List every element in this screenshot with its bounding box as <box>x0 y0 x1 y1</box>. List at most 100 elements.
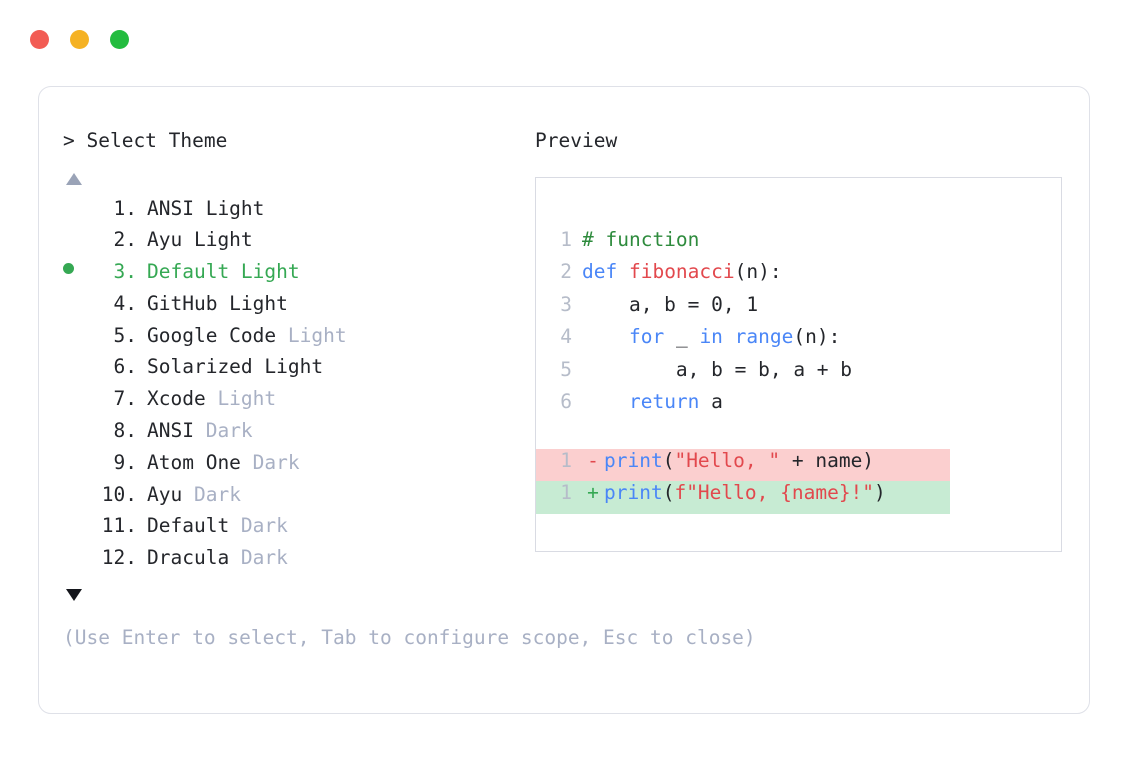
theme-list-item[interactable]: 1. ANSI Light <box>63 197 533 229</box>
theme-list-item[interactable]: 3. Default Light <box>63 260 533 292</box>
code-token: f"Hello, {name}!" <box>674 481 875 504</box>
theme-item-variant: Dark <box>193 419 253 443</box>
code-token: # function <box>582 227 700 251</box>
code-line-number: 2 <box>560 260 572 283</box>
theme-item-name: Default <box>147 514 230 538</box>
theme-picker-card: > Select Theme 1. ANSI Light 2. Ayu Light 3.… <box>38 86 1090 714</box>
maximize-window-button[interactable] <box>110 30 129 49</box>
code-line-number: 6 <box>560 390 572 413</box>
theme-list-item[interactable]: 11. Default Dark <box>63 514 533 546</box>
theme-item-index: 8. <box>113 419 137 443</box>
code-token: a, b = 0, 1 <box>582 292 759 316</box>
theme-list-item[interactable]: 5. Google Code Light <box>63 324 533 356</box>
code-line-number: 4 <box>560 325 572 348</box>
preview-title: Preview <box>535 129 618 152</box>
theme-item-index: 3. <box>113 260 137 284</box>
theme-item-index: 10. <box>101 482 137 506</box>
selected-bullet-cell <box>63 263 93 278</box>
diff-line-number: 1 <box>560 448 572 472</box>
theme-list-item[interactable]: 2. Ayu Light <box>63 228 533 260</box>
theme-item-index: 1. <box>113 196 137 220</box>
theme-list-item[interactable]: 9. Atom One Dark <box>63 451 533 483</box>
theme-item-variant: Dark <box>182 482 241 506</box>
theme-item-variant: Dark <box>229 546 288 570</box>
theme-list-item[interactable]: 8. ANSI Dark <box>63 419 533 451</box>
diff-minus-marker: - <box>587 448 599 472</box>
window-traffic-lights <box>30 30 129 49</box>
theme-item-name: Default Light <box>147 260 300 284</box>
code-token: (n): <box>734 260 782 283</box>
theme-list-item[interactable]: 12. Dracula Dark <box>63 546 533 578</box>
theme-item-name: Dracula <box>147 546 230 570</box>
theme-item-name: ANSI Light <box>147 196 265 220</box>
selected-bullet-icon <box>63 263 74 275</box>
diff-block: 1-print("Hello, " + name)1+print(f"Hello… <box>536 448 1061 514</box>
code-token: ( <box>662 481 675 504</box>
code-line: 5 a, b = b, a + b <box>536 358 1061 391</box>
diff-line-number: 1 <box>560 481 572 504</box>
code-line-number: 3 <box>560 292 572 316</box>
theme-item-variant: Dark <box>229 514 288 538</box>
theme-item-index: 6. <box>113 355 137 379</box>
theme-item-index: 11. <box>101 514 137 538</box>
theme-list-item[interactable]: 7. Xcode Light <box>63 387 533 419</box>
code-token <box>582 390 629 413</box>
theme-item-name: ANSI <box>147 419 194 443</box>
theme-item-name: Solarized Light <box>147 355 324 379</box>
code-token: _ <box>664 325 700 348</box>
code-token: print <box>604 481 663 504</box>
code-line: 4 for _ in range(n): <box>536 325 1061 358</box>
theme-item-name: Xcode <box>147 387 206 411</box>
code-token <box>582 325 629 348</box>
theme-item-name: GitHub Light <box>147 291 288 315</box>
theme-item-index: 12. <box>101 546 137 570</box>
code-line-number: 1 <box>560 227 572 251</box>
select-theme-prompt: > Select Theme <box>63 129 228 152</box>
close-window-button[interactable] <box>30 30 49 49</box>
code-token: return <box>628 390 700 413</box>
theme-list-item[interactable]: 4. GitHub Light <box>63 292 533 324</box>
diff-removed-line: 1-print("Hello, " + name) <box>536 448 950 481</box>
code-token: fibonacci <box>628 260 735 283</box>
theme-item-index: 2. <box>113 228 137 252</box>
code-line: 1 # function <box>536 228 1061 261</box>
code-token: "Hello, " <box>674 448 781 472</box>
code-token: in range <box>699 325 794 348</box>
code-token: for <box>628 325 665 348</box>
code-line-number: 5 <box>560 357 572 381</box>
theme-item-variant: Dark <box>240 450 300 474</box>
code-token: (n): <box>793 325 841 348</box>
code-token: ) <box>874 481 886 504</box>
diff-added-line: 1 +print(f"Hello, {name}!") <box>536 481 950 514</box>
code-token: a <box>699 390 723 413</box>
diff-plus-marker: + <box>587 481 599 504</box>
code-token: a, b = b, a + b <box>582 357 853 381</box>
theme-item-index: 4. <box>113 291 137 315</box>
theme-item-name: Google Code <box>147 323 277 347</box>
code-spacer <box>536 423 1061 449</box>
code-token: ( <box>662 448 675 472</box>
keyboard-hint: (Use Enter to select, Tab to configure s… <box>63 626 756 649</box>
triangle-up-icon[interactable] <box>66 172 82 185</box>
minimize-window-button[interactable] <box>70 30 89 49</box>
triangle-down-icon[interactable] <box>66 589 82 602</box>
theme-item-name: Ayu Light <box>147 228 253 252</box>
theme-list-item[interactable]: 10.Ayu Dark <box>63 483 533 515</box>
theme-list-item[interactable]: 6. Solarized Light <box>63 355 533 387</box>
code-line: 3 a, b = 0, 1 <box>536 293 1061 326</box>
theme-item-index: 7. <box>113 387 137 411</box>
code-token: + name) <box>780 448 875 472</box>
theme-selector-pane: > Select Theme 1. ANSI Light 2. Ayu Light 3.… <box>63 129 533 602</box>
theme-item-variant: Light <box>276 323 347 347</box>
theme-item-name: Atom One <box>147 450 241 474</box>
code-line: 6 return a <box>536 390 1061 423</box>
code-token: print <box>604 448 663 472</box>
theme-item-index: 5. <box>113 323 137 347</box>
theme-item-variant: Light <box>205 387 277 411</box>
theme-item-index: 9. <box>113 450 137 474</box>
